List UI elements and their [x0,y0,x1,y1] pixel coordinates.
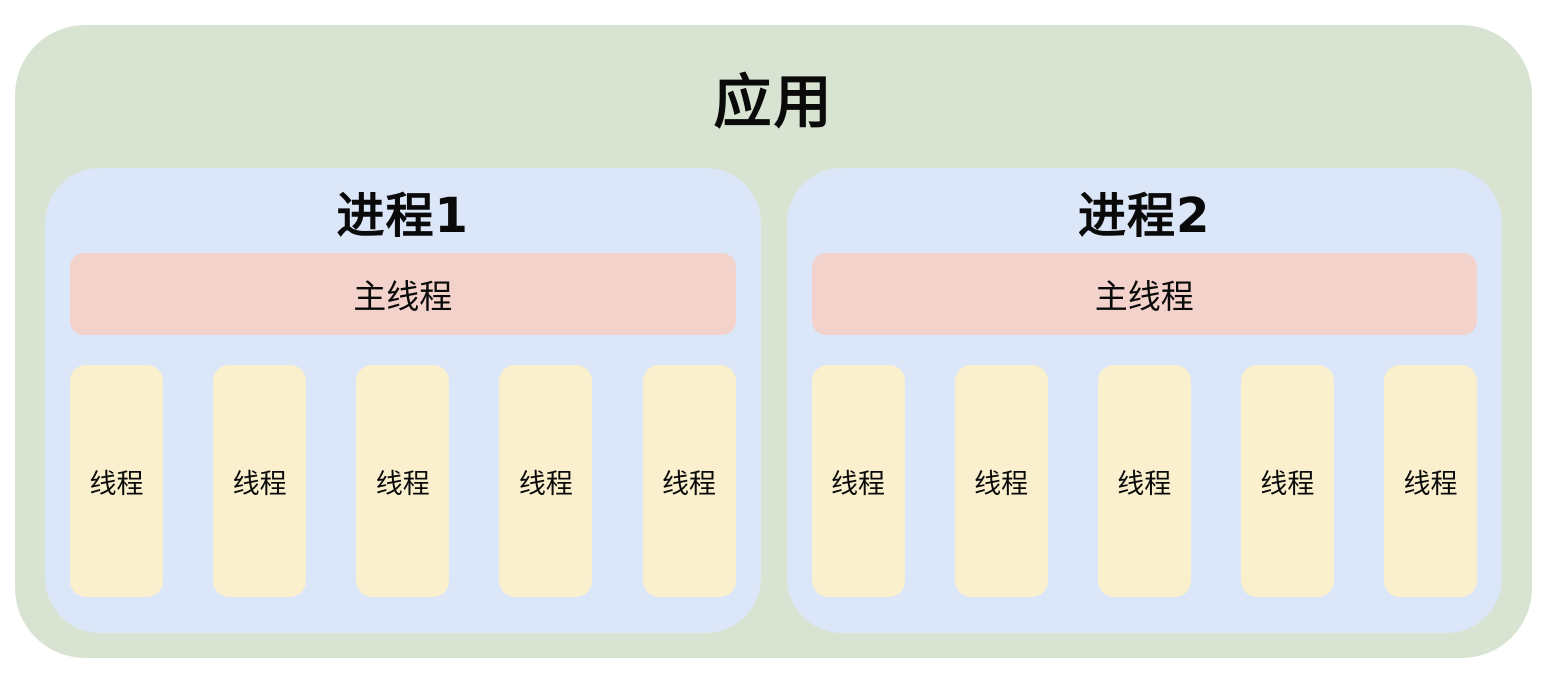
thread-box: 线程 [356,365,450,597]
thread-label: 线程 [1117,468,1172,500]
thread-label: 线程 [518,468,573,500]
process-1-main-thread-bar: 主线程 [70,253,736,335]
thread-box: 线程 [811,365,905,597]
thread-label: 线程 [662,468,716,500]
process-1-threads: 线程 线程 线程 线程 线程 [70,365,736,597]
thread-label: 线程 [974,468,1029,500]
thread-box: 线程 [642,365,736,597]
thread-label: 线程 [1403,468,1458,500]
process-2-main-thread-bar: 主线程 [811,253,1477,335]
thread-box: 线程 [70,365,163,597]
thread-box: 线程 [213,365,307,597]
thread-box: 线程 [954,365,1048,597]
process-card-2: 进程2 主线程 线程 线程 线程 线程 线程 [786,168,1502,633]
process-1-title: 进程1 [336,187,469,244]
thread-label: 线程 [375,468,430,500]
main-thread-label: 主线程 [1094,277,1194,316]
thread-label: 线程 [1260,468,1315,500]
thread-label: 线程 [831,468,885,500]
main-thread-label: 主线程 [353,277,453,316]
application-container: 应用 进程1 主线程 线程 线程 线程 线程 线 [15,25,1532,658]
process-row: 进程1 主线程 线程 线程 线程 线程 线程 [45,168,1502,633]
thread-box: 线程 [1240,365,1334,597]
thread-box: 线程 [1097,365,1191,597]
process-card-1: 进程1 主线程 线程 线程 线程 线程 线程 [45,168,761,633]
thread-label: 线程 [232,468,287,500]
process-2-title: 进程2 [1078,187,1211,244]
thread-box: 线程 [499,365,593,597]
thread-label: 线程 [89,468,144,500]
application-title: 应用 [713,67,834,136]
process-2-threads: 线程 线程 线程 线程 线程 [811,365,1477,597]
thread-box: 线程 [1384,365,1477,597]
